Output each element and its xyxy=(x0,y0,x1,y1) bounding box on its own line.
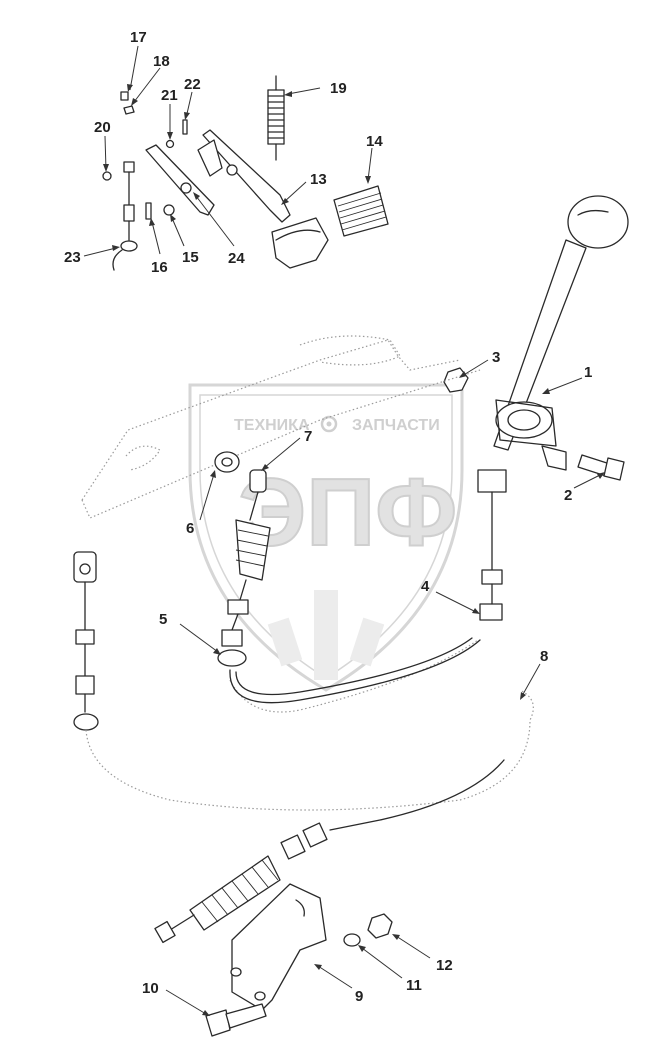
nut-18 xyxy=(123,105,135,115)
callout-19: 19 xyxy=(330,80,347,97)
callout-24: 24 xyxy=(228,250,245,267)
callout-9: 9 xyxy=(355,988,363,1005)
callout-22: 22 xyxy=(184,76,201,93)
callout-2: 2 xyxy=(564,487,572,504)
callout-labels: 17 18 20 21 22 19 14 13 24 15 16 23 3 1 … xyxy=(64,29,592,1005)
wheat-icon xyxy=(267,590,385,680)
washer-15 xyxy=(163,204,175,216)
callout-12: 12 xyxy=(436,957,453,974)
callout-6: 6 xyxy=(186,520,194,537)
callout-7: 7 xyxy=(304,428,312,445)
rod-23 xyxy=(112,161,138,271)
callout-3: 3 xyxy=(492,349,500,366)
callout-8: 8 xyxy=(540,648,548,665)
callout-16: 16 xyxy=(151,259,168,276)
callout-17: 17 xyxy=(130,29,147,46)
watermark-text-right: ЗАПЧАСТИ xyxy=(352,417,440,434)
pedal-pad-14 xyxy=(333,185,389,237)
callout-20: 20 xyxy=(94,119,111,136)
nut-12 xyxy=(367,913,393,939)
watermark-logo: ТЕХНИКА ЗАПЧАСТИ ЭПФ xyxy=(188,383,464,692)
pin-16 xyxy=(145,202,152,220)
gear-icon xyxy=(320,415,338,433)
bolt-17 xyxy=(120,91,129,101)
callout-15: 15 xyxy=(182,249,199,266)
watermark-big-text: ЭПФ xyxy=(238,459,457,566)
spring-19 xyxy=(267,75,285,161)
nut-3 xyxy=(443,367,469,393)
callout-10: 10 xyxy=(142,980,159,997)
callout-21: 21 xyxy=(161,87,178,104)
washer-11 xyxy=(343,933,361,947)
cable-8 xyxy=(73,451,534,944)
watermark-text-left: ТЕХНИКА xyxy=(234,417,310,434)
pedal-assembly xyxy=(102,75,389,271)
callout-14: 14 xyxy=(366,133,383,150)
panel-outline xyxy=(81,335,481,519)
callout-18: 18 xyxy=(153,53,170,70)
pin-22 xyxy=(182,119,188,135)
washer-21 xyxy=(165,139,175,149)
pedal-arm-13 xyxy=(197,129,329,269)
callout-arrows xyxy=(83,45,605,1016)
callout-13: 13 xyxy=(310,171,327,188)
bolt-10 xyxy=(205,1003,267,1037)
callout-23: 23 xyxy=(64,249,81,266)
callout-4: 4 xyxy=(421,578,430,595)
clip-20 xyxy=(102,171,112,181)
callout-1: 1 xyxy=(584,364,592,381)
bolt-2 xyxy=(577,454,625,481)
callout-5: 5 xyxy=(159,611,167,628)
callout-11: 11 xyxy=(406,977,422,994)
control-lever-1 xyxy=(477,195,629,621)
bracket-9 xyxy=(230,883,327,1011)
